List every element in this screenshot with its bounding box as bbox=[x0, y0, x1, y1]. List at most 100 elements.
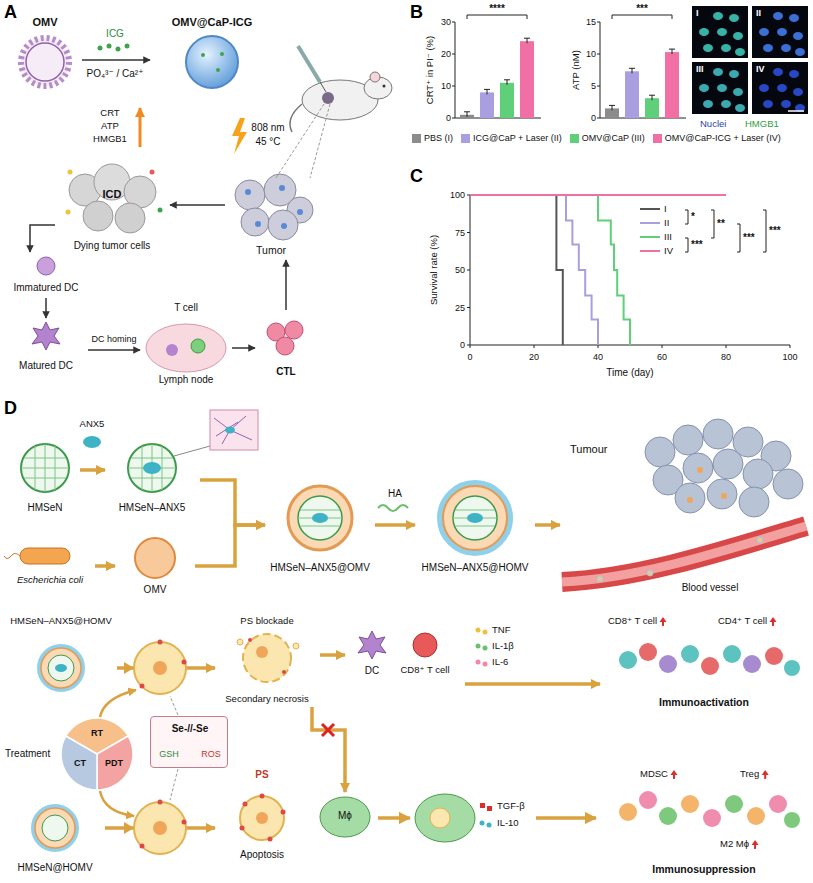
nucleus bbox=[733, 32, 743, 40]
cytokine-icons bbox=[483, 630, 488, 635]
bacterium bbox=[20, 548, 70, 564]
coated-particle bbox=[39, 646, 83, 690]
dying-cells bbox=[66, 210, 71, 215]
dendritic-cell bbox=[32, 322, 60, 350]
cell-cluster bbox=[701, 657, 719, 675]
coated-particle bbox=[33, 806, 77, 850]
node-text: Immunoactivation bbox=[659, 696, 749, 708]
dying-cells-node: ICDDying tumor cells bbox=[55, 160, 170, 255]
axis-tick bbox=[598, 345, 599, 348]
omv-vesicle bbox=[21, 38, 69, 86]
cell-cluster bbox=[723, 645, 741, 663]
nucleus bbox=[713, 68, 723, 76]
block-cross bbox=[322, 724, 334, 736]
ctl-cells bbox=[285, 321, 303, 339]
error-bar bbox=[609, 105, 615, 110]
tumour-cells bbox=[697, 467, 703, 473]
micrograph bbox=[692, 6, 748, 58]
cell-cluster bbox=[784, 660, 800, 676]
bacterium bbox=[4, 548, 70, 564]
coated-particle bbox=[55, 664, 67, 672]
nucleus bbox=[713, 12, 723, 20]
flow-arrow bbox=[195, 525, 265, 566]
significance-mark: *** bbox=[743, 232, 755, 244]
significance-mark: *** bbox=[769, 225, 781, 237]
image-label: IV bbox=[756, 64, 765, 74]
mouse bbox=[370, 72, 380, 82]
significance-bracket bbox=[763, 210, 766, 252]
node-text: HMSeN@HOMV bbox=[17, 862, 92, 874]
legend-item: OMV@CaP-ICG + Laser (IV) bbox=[653, 133, 781, 143]
dashed-leader bbox=[170, 769, 178, 800]
laser-label: 808 nm bbox=[251, 122, 284, 134]
axis-tick bbox=[534, 345, 535, 348]
survival-curve bbox=[470, 195, 630, 345]
nucleus bbox=[793, 32, 803, 40]
tumour-cells bbox=[645, 419, 803, 517]
cell-node: PSApoptosis bbox=[215, 765, 310, 870]
error-bar bbox=[484, 89, 490, 94]
micrograph bbox=[752, 62, 808, 114]
vesicle-node: OMV bbox=[115, 530, 195, 600]
cell-cluster bbox=[639, 643, 657, 661]
treatment-arrow bbox=[100, 791, 134, 816]
mouse bbox=[383, 85, 386, 88]
node-text: ROS bbox=[201, 749, 221, 759]
legend-swatch bbox=[570, 134, 579, 143]
dying-cells bbox=[83, 201, 113, 231]
cytokine-icons bbox=[480, 821, 485, 826]
nucleus bbox=[773, 68, 783, 76]
nucleus bbox=[793, 88, 803, 96]
tumour-cells bbox=[743, 459, 773, 489]
mouse bbox=[298, 46, 320, 82]
lymph-node-node: T cellLymph node bbox=[140, 300, 232, 388]
tumour-node: TumourBlood vessel bbox=[560, 405, 808, 605]
treatment-pie bbox=[61, 736, 97, 790]
node-text: PS blockade bbox=[240, 616, 293, 627]
node-text: Escherichia coli bbox=[17, 575, 83, 586]
edge-label: DC homing bbox=[89, 334, 138, 344]
error-bar bbox=[524, 38, 530, 43]
node-text: PS bbox=[255, 769, 268, 781]
tumor-cell bbox=[153, 821, 167, 835]
significance-bracket bbox=[711, 210, 714, 238]
flow-arrow bbox=[465, 682, 600, 686]
error-bar bbox=[649, 95, 655, 100]
coated-particle bbox=[440, 483, 510, 553]
cytokine-icons bbox=[483, 646, 488, 651]
tumor-cell bbox=[124, 662, 134, 674]
node-text: Tumour bbox=[570, 443, 608, 456]
apoptotic-cell bbox=[240, 796, 284, 840]
axis-tick bbox=[597, 54, 600, 55]
node-text: HMSeN–ANX5 bbox=[119, 502, 186, 514]
inset-network bbox=[174, 446, 210, 456]
coated-particle bbox=[298, 496, 342, 540]
nucleus bbox=[773, 12, 783, 20]
immune-cells bbox=[413, 633, 437, 657]
apoptotic-cell bbox=[281, 810, 286, 815]
increase-arrow bbox=[660, 617, 667, 622]
tumor-cells bbox=[241, 208, 269, 236]
omv-vesicle bbox=[26, 43, 64, 81]
cell-cluster bbox=[769, 795, 787, 813]
tumour-cells bbox=[773, 469, 803, 499]
node-text: HMSeN–ANX5@OMV bbox=[270, 562, 370, 574]
dashed-leader bbox=[170, 696, 178, 715]
nucleus bbox=[759, 84, 769, 92]
cytokine-label: TNF bbox=[492, 625, 510, 636]
node-text: M2 Mϕ bbox=[720, 839, 749, 850]
cell-cluster bbox=[681, 645, 699, 663]
nucleus bbox=[735, 48, 745, 56]
ctl-cells bbox=[267, 321, 303, 355]
legend-swatch bbox=[412, 134, 421, 143]
treatment-pie bbox=[61, 718, 133, 790]
nucleus bbox=[729, 14, 739, 22]
inset-network bbox=[225, 427, 235, 434]
dying-cells bbox=[66, 164, 163, 233]
blood-vessel bbox=[562, 526, 806, 582]
legend-line bbox=[640, 222, 660, 224]
blood-vessel bbox=[757, 537, 763, 543]
particle-node: HMSeN–ANX5 bbox=[105, 440, 200, 520]
panel-letter: B bbox=[410, 2, 423, 23]
tumor-cells bbox=[281, 223, 287, 229]
